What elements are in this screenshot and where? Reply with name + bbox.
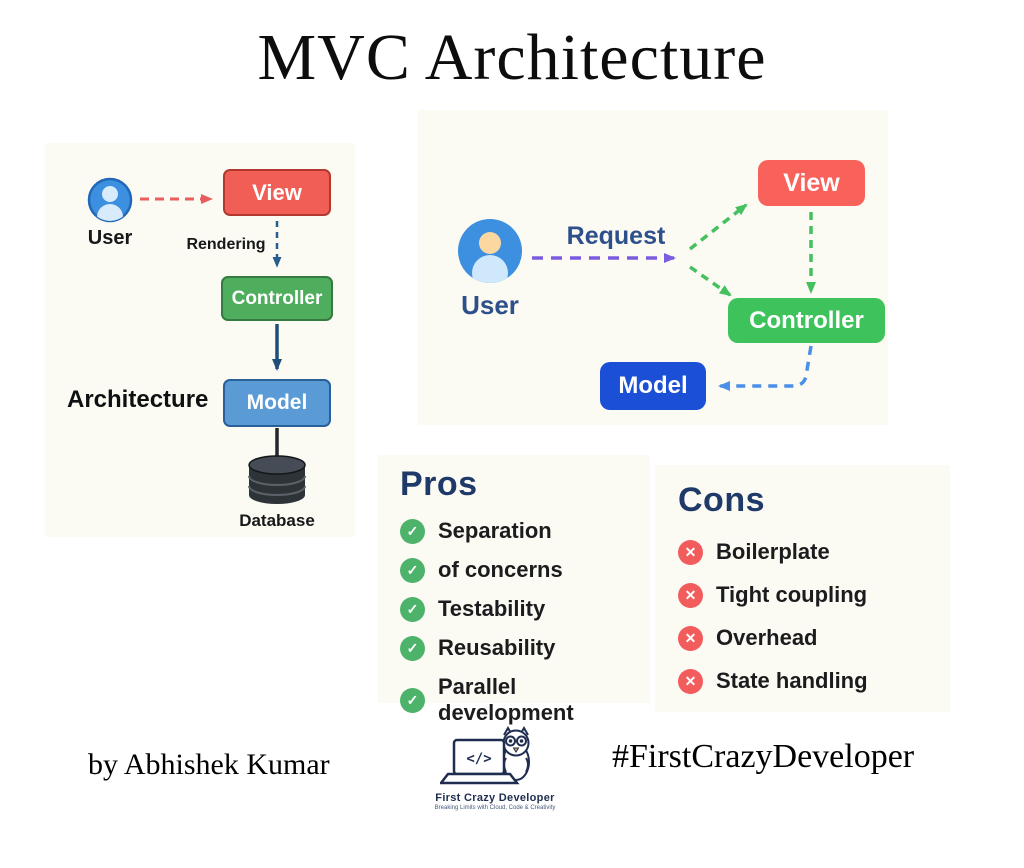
cons-item-label: State handling xyxy=(716,668,868,693)
user-avatar-icon xyxy=(458,219,522,283)
right-mvc-diagram: User Request View Controller Model xyxy=(418,110,888,425)
pros-list: ✓ Separation ✓ of concerns ✓ Testability… xyxy=(400,518,650,726)
cross-icon: ✕ xyxy=(678,539,703,565)
right-diagram-arrows xyxy=(532,203,816,391)
arrow-to-controller xyxy=(688,265,732,297)
pros-panel: Pros ✓ Separation ✓ of concerns ✓ Testab… xyxy=(378,455,650,725)
database-icon xyxy=(248,455,306,504)
check-icon: ✓ xyxy=(400,687,425,713)
cons-list: ✕ Boilerplate ✕ Tight coupling ✕ Overhea… xyxy=(678,539,868,694)
pros-item-label: Parallel development xyxy=(438,674,574,725)
cons-item-label: Boilerplate xyxy=(716,539,830,564)
check-icon: ✓ xyxy=(400,635,425,661)
list-item: ✕ Overhead xyxy=(678,625,868,651)
list-item: ✓ Parallel development xyxy=(400,674,650,726)
right-model-box: Model xyxy=(600,362,706,410)
page-title: MVC Architecture xyxy=(257,21,767,94)
database-label: Database xyxy=(239,511,315,530)
cross-icon: ✕ xyxy=(678,582,703,608)
cross-icon: ✕ xyxy=(678,625,703,651)
list-item: ✓ Separation xyxy=(400,518,650,544)
left-model-box: Model xyxy=(223,379,331,427)
hashtag: #FirstCrazyDeveloper xyxy=(612,738,915,775)
logo-title: First Crazy Developer xyxy=(435,792,555,804)
pros-item-label: Separation xyxy=(438,518,552,543)
check-icon: ✓ xyxy=(400,518,425,544)
cons-item-label: Overhead xyxy=(716,625,818,650)
list-item: ✓ Reusability xyxy=(400,635,650,661)
left-user-label: User xyxy=(87,227,133,249)
pros-item-label: Testability xyxy=(438,596,546,621)
check-icon: ✓ xyxy=(400,596,425,622)
left-diagram-arrows xyxy=(140,194,306,504)
list-item: ✕ Tight coupling xyxy=(678,582,868,608)
arrow-to-view xyxy=(688,203,748,251)
list-item: ✓ Testability xyxy=(400,596,650,622)
list-item: ✕ State handling xyxy=(678,668,868,694)
pros-item-label: Reusability xyxy=(438,635,556,660)
arrow-controller-to-model xyxy=(718,345,813,391)
right-controller-box: Controller xyxy=(728,298,885,343)
left-view-box: View xyxy=(223,169,331,216)
byline: by Abhishek Kumar xyxy=(88,748,330,781)
right-view-box: View xyxy=(758,160,865,206)
right-user-label: User xyxy=(461,290,519,320)
code-glyph: </> xyxy=(466,751,491,767)
cons-panel: Cons ✕ Boilerplate ✕ Tight coupling ✕ Ov… xyxy=(655,465,950,712)
list-item: ✓ of concerns xyxy=(400,557,650,583)
list-item: ✕ Boilerplate xyxy=(678,539,868,565)
pros-item-label: of concerns xyxy=(438,557,563,582)
user-avatar-icon xyxy=(87,177,133,223)
architecture-label: Architecture xyxy=(67,386,209,413)
rendering-label: Rendering xyxy=(186,236,266,253)
logo-tagline: Breaking Limits with Cloud, Code & Creat… xyxy=(434,805,556,811)
left-controller-box: Controller xyxy=(221,276,333,321)
pros-heading: Pros xyxy=(400,465,478,503)
cons-heading: Cons xyxy=(678,481,765,519)
cross-icon: ✕ xyxy=(678,668,703,694)
left-mvc-diagram: User View Rendering Controller Architect… xyxy=(45,143,355,537)
brand-logo: </> First Crazy Developer Breaking Limit… xyxy=(427,726,563,811)
request-label: Request xyxy=(566,222,666,250)
check-icon: ✓ xyxy=(400,557,425,583)
owl-laptop-icon: </> xyxy=(440,726,530,785)
cons-item-label: Tight coupling xyxy=(716,582,868,607)
